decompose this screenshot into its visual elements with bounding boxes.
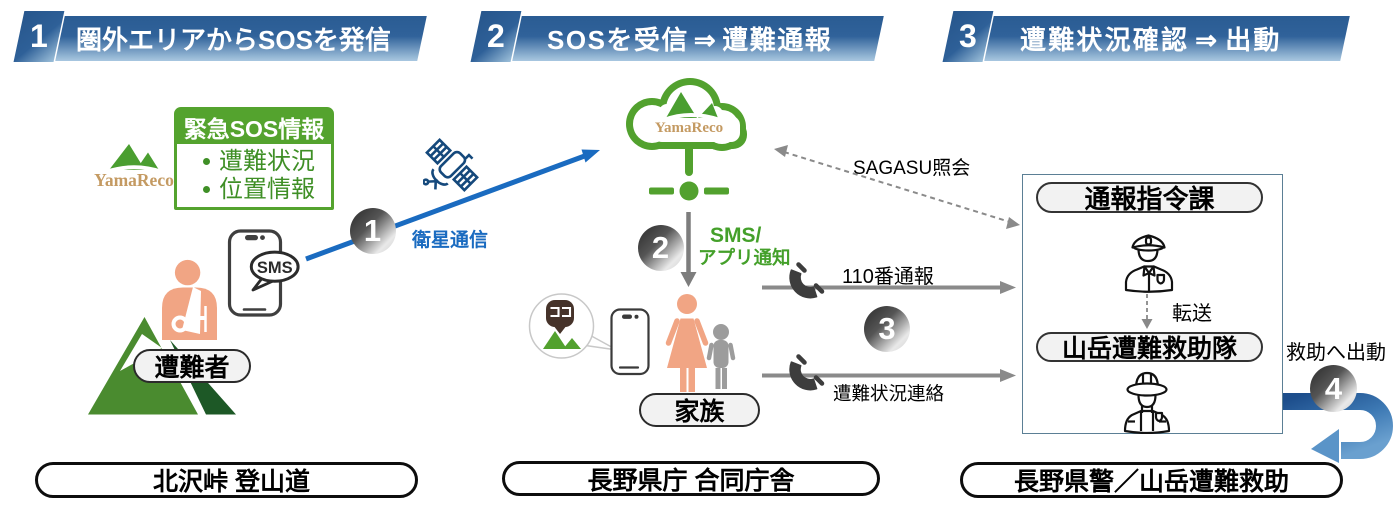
svg-text:SMS: SMS bbox=[257, 259, 293, 277]
svg-text:YamaReco: YamaReco bbox=[94, 170, 174, 190]
svg-text:YamaReco: YamaReco bbox=[655, 120, 723, 136]
